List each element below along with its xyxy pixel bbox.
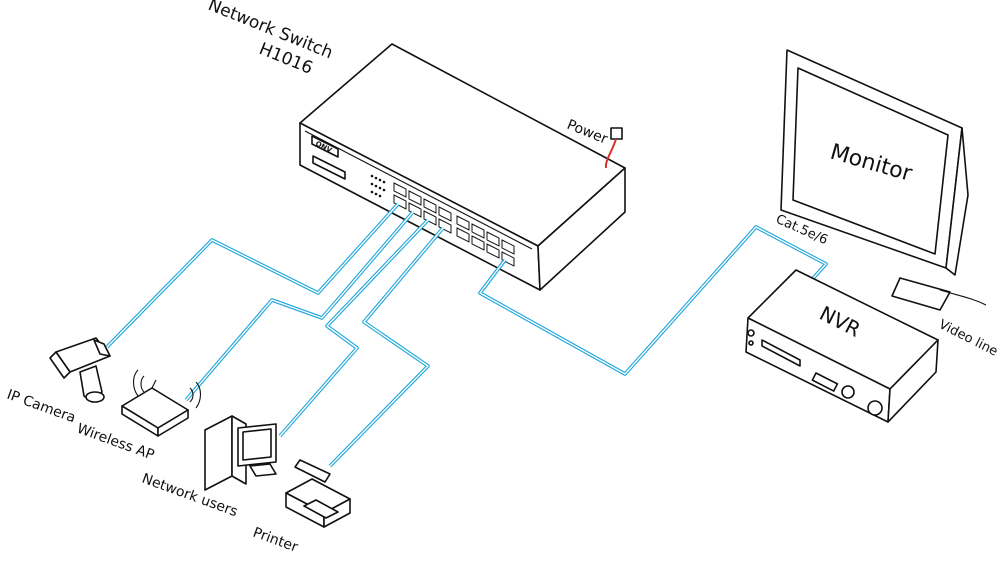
network-switch: ONV — [299, 43, 626, 291]
nvr-knob — [841, 385, 855, 399]
wifi-waves-icon — [140, 375, 145, 393]
power-cable — [604, 138, 617, 169]
wireless-ap — [121, 369, 202, 437]
nvr: NVR — [745, 269, 939, 423]
label-printer: Printer — [251, 525, 300, 556]
power-socket — [610, 127, 623, 140]
cable-ip-camera — [105, 202, 400, 349]
printer — [285, 459, 351, 528]
ethernet-cables — [105, 202, 828, 468]
nvr-drive-slot — [761, 339, 801, 367]
rj45-ports — [393, 182, 515, 267]
status-leds — [370, 174, 386, 198]
brand-logo — [311, 135, 339, 158]
video-line-label: Video line — [936, 317, 1000, 359]
model-plate — [312, 155, 346, 180]
ip-camera — [49, 337, 111, 403]
label-ip-camera: IP Camera — [5, 387, 78, 427]
monitor: Monitor — [780, 49, 969, 311]
video-line — [939, 289, 987, 306]
network-users-pc — [204, 415, 277, 491]
